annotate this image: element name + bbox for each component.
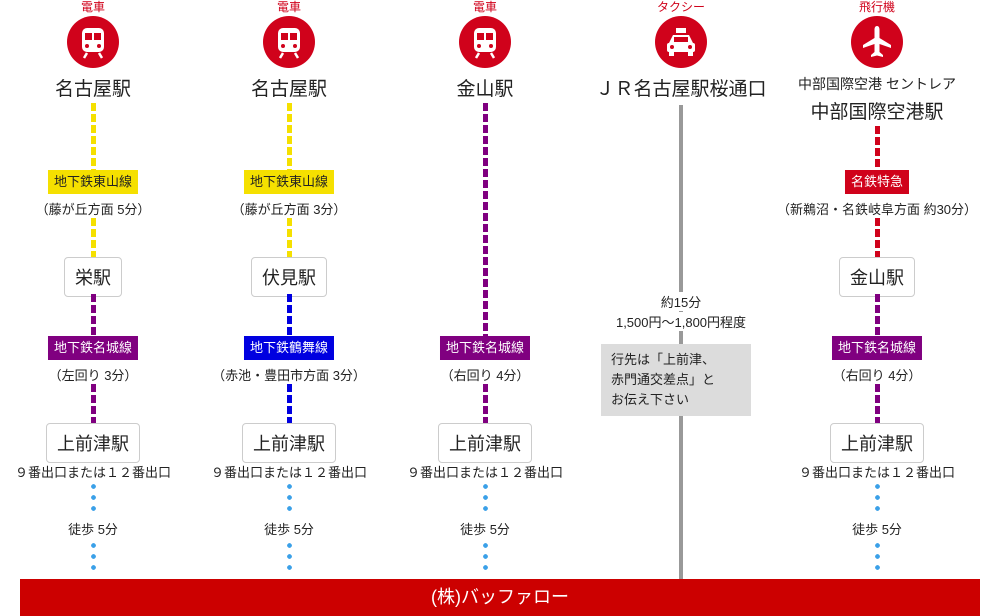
mode-label: 電車 bbox=[80, 0, 106, 14]
origin-station: ＪＲ名古屋駅桜通口 bbox=[595, 79, 767, 100]
transfer-station: 金山駅 bbox=[839, 257, 915, 297]
exit-info: ９番出口または１２番出口 bbox=[406, 465, 564, 480]
walk-path bbox=[483, 540, 488, 574]
train-icon bbox=[459, 16, 511, 68]
line-badge: 地下鉄東山線 bbox=[47, 170, 139, 194]
line-segment bbox=[483, 103, 488, 336]
line-badge: 地下鉄名城線 bbox=[47, 336, 139, 360]
walk-time: 徒歩 5分 bbox=[264, 522, 314, 537]
line-segment bbox=[483, 384, 488, 424]
line-segment bbox=[91, 384, 96, 424]
exit-info: ９番出口または１２番出口 bbox=[210, 465, 368, 480]
taxi-route-line bbox=[679, 105, 683, 579]
airplane-icon bbox=[851, 16, 903, 68]
route-nagoya-fushimi-tsurumai: 電車 名古屋駅 地下鉄東山線 （藤が丘方面 3分） 伏見駅 地下鉄鶴舞線 （赤池… bbox=[191, 0, 387, 580]
line-badge: 地下鉄東山線 bbox=[243, 170, 335, 194]
destination-station: 上前津駅 bbox=[242, 423, 336, 463]
mode-label: 電車 bbox=[472, 0, 498, 14]
line-detail: （赤池・豊田市方面 3分） bbox=[212, 368, 366, 383]
instruction-line: 行先は「上前津、 bbox=[611, 352, 716, 367]
destination-banner: (株)バッファロー bbox=[20, 579, 980, 616]
line-segment bbox=[875, 126, 880, 171]
taxi-icon bbox=[655, 16, 707, 68]
line-segment bbox=[875, 218, 880, 258]
taxi-instruction: 行先は「上前津、 赤門通交差点」と お伝え下さい bbox=[601, 344, 751, 416]
walk-path bbox=[91, 540, 96, 574]
instruction-line: お伝え下さい bbox=[611, 392, 690, 407]
exit-info: ９番出口または１２番出口 bbox=[798, 465, 956, 480]
train-icon bbox=[67, 16, 119, 68]
line-detail: （新鵜沼・名鉄岐阜方面 約30分） bbox=[776, 202, 978, 217]
route-taxi: タクシー ＪＲ名古屋駅桜通口 約15分 1,500円〜1,800円程度 行先は「… bbox=[583, 0, 779, 580]
line-segment bbox=[91, 218, 96, 258]
line-detail: （藤が丘方面 5分） bbox=[35, 202, 151, 217]
walk-path bbox=[91, 481, 96, 514]
line-segment bbox=[875, 384, 880, 424]
walk-path bbox=[875, 540, 880, 574]
origin-station: 名古屋駅 bbox=[54, 79, 132, 100]
destination-station: 上前津駅 bbox=[438, 423, 532, 463]
line-badge: 地下鉄名城線 bbox=[831, 336, 923, 360]
transfer-station: 伏見駅 bbox=[251, 257, 327, 297]
line-segment bbox=[287, 218, 292, 258]
destination-station: 上前津駅 bbox=[830, 423, 924, 463]
line-badge: 地下鉄名城線 bbox=[439, 336, 531, 360]
destination-station: 上前津駅 bbox=[46, 423, 140, 463]
exit-info: ９番出口または１２番出口 bbox=[14, 465, 172, 480]
walk-path bbox=[287, 540, 292, 574]
train-icon bbox=[263, 16, 315, 68]
line-detail: （右回り 4分） bbox=[440, 368, 530, 383]
line-badge: 地下鉄鶴舞線 bbox=[243, 336, 335, 360]
route-nagoya-higashiyama-sakae: 電車 名古屋駅 地下鉄東山線 （藤が丘方面 5分） 栄駅 地下鉄名城線 （左回り… bbox=[0, 0, 191, 580]
line-segment bbox=[91, 294, 96, 336]
walk-time: 徒歩 5分 bbox=[460, 522, 510, 537]
line-segment bbox=[287, 384, 292, 424]
line-detail: （藤が丘方面 3分） bbox=[231, 202, 347, 217]
line-segment bbox=[91, 103, 96, 171]
line-segment bbox=[287, 103, 292, 171]
mode-label: タクシー bbox=[656, 0, 706, 14]
mode-label: 電車 bbox=[276, 0, 302, 14]
walk-path bbox=[483, 481, 488, 514]
line-badge: 名鉄特急 bbox=[844, 170, 910, 194]
line-segment bbox=[287, 294, 292, 336]
transfer-station: 栄駅 bbox=[64, 257, 122, 297]
line-segment bbox=[875, 294, 880, 336]
origin-station: 金山駅 bbox=[456, 79, 514, 100]
walk-time: 徒歩 5分 bbox=[852, 522, 902, 537]
walk-time: 徒歩 5分 bbox=[68, 522, 118, 537]
taxi-time: 約15分 bbox=[658, 292, 704, 311]
airport-name: 中部国際空港 セントレア bbox=[798, 76, 956, 92]
line-detail: （左回り 3分） bbox=[48, 368, 138, 383]
line-detail: （右回り 4分） bbox=[832, 368, 922, 383]
mode-label: 飛行機 bbox=[858, 0, 896, 14]
walk-path bbox=[875, 481, 880, 514]
instruction-line: 赤門通交差点」と bbox=[611, 372, 716, 387]
origin-station: 中部国際空港駅 bbox=[810, 102, 944, 123]
walk-path bbox=[287, 481, 292, 514]
route-kanayama-meijo: 電車 金山駅 地下鉄名城線 （右回り 4分） 上前津駅 ９番出口または１２番出口… bbox=[387, 0, 583, 580]
route-airport-meitetsu: 飛行機 中部国際空港 セントレア 中部国際空港駅 名鉄特急 （新鵜沼・名鉄岐阜方… bbox=[776, 0, 978, 580]
origin-station: 名古屋駅 bbox=[250, 79, 328, 100]
taxi-fare: 1,500円〜1,800円程度 bbox=[613, 312, 749, 331]
